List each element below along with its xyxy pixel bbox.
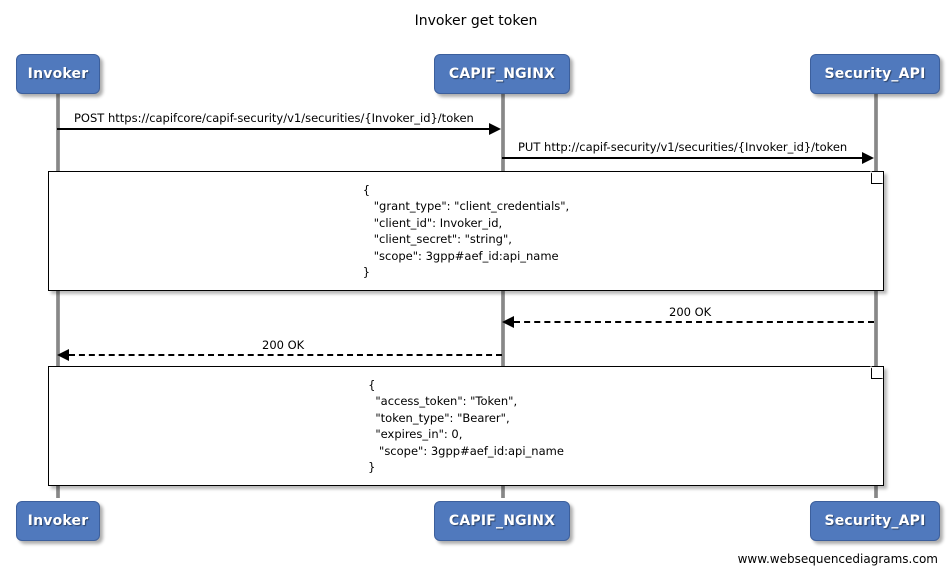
note-request-body: { "grant_type": "client_credentials", "c… [48, 171, 884, 291]
arrow-head-200-ok-security [502, 316, 514, 328]
note-content: { "grant_type": "client_credentials", "c… [49, 172, 883, 290]
participant-label: Security_API [824, 66, 926, 82]
arrow-head-200-ok-invoker [57, 349, 69, 361]
page-title: Invoker get token [414, 13, 538, 29]
message-line-200-ok-security [514, 321, 874, 323]
arrow-head-post-token [489, 123, 501, 135]
note-line: } [368, 460, 376, 474]
participant-invoker-bottom[interactable]: Invoker [16, 501, 100, 541]
note-line: "token_type": "Bearer", [368, 410, 510, 425]
note-response-body: { "access_token": "Token", "token_type":… [48, 366, 884, 486]
message-line-200-ok-invoker [69, 354, 502, 356]
participant-label: Invoker [27, 66, 89, 82]
lifeline-security-api [874, 94, 878, 498]
arrow-head-put-token [862, 152, 874, 164]
participant-capif-nginx-bottom[interactable]: CAPIF_NGINX [434, 501, 570, 541]
participant-label: CAPIF_NGINX [448, 513, 556, 529]
participant-label: CAPIF_NGINX [448, 66, 556, 82]
participant-label: Security_API [824, 513, 926, 529]
message-label-post-token: POST https://capifcore/capif-security/v1… [74, 111, 474, 125]
message-label-200-ok-invoker: 200 OK [262, 338, 305, 352]
note-fold-corner-icon [871, 172, 883, 184]
note-line: "expires_in": 0, [368, 427, 463, 441]
message-label-200-ok-security: 200 OK [669, 305, 712, 319]
participant-invoker-top[interactable]: Invoker [16, 54, 100, 94]
lifeline-capif-nginx [501, 94, 505, 498]
message-label-put-token: PUT http://capif-security/v1/securities/… [518, 140, 848, 154]
note-content: { "access_token": "Token", "token_type":… [49, 367, 883, 485]
participant-security-api-top[interactable]: Security_API [810, 54, 940, 94]
lifeline-invoker [56, 94, 60, 498]
participant-security-api-bottom[interactable]: Security_API [810, 501, 940, 541]
participant-label: Invoker [27, 513, 89, 529]
note-fold-corner-icon [871, 367, 883, 379]
note-line: "scope": 3gpp#aef_id:api_name [362, 248, 559, 263]
note-line: { [368, 377, 376, 392]
note-line: } [362, 265, 371, 279]
participant-capif-nginx-top[interactable]: CAPIF_NGINX [434, 54, 570, 94]
note-line: "client_id": Invoker_id, [362, 215, 503, 230]
note-line: "grant_type": "client_credentials", [362, 199, 570, 213]
note-line: "client_secret": "string", [362, 232, 512, 246]
footer-watermark: www.websequencediagrams.com [737, 552, 938, 566]
note-line: "access_token": "Token", [368, 394, 518, 408]
message-line-post-token [57, 128, 489, 130]
message-line-put-token [502, 157, 862, 159]
note-line: "scope": 3gpp#aef_id:api_name [368, 443, 564, 458]
note-line: { [362, 182, 371, 197]
